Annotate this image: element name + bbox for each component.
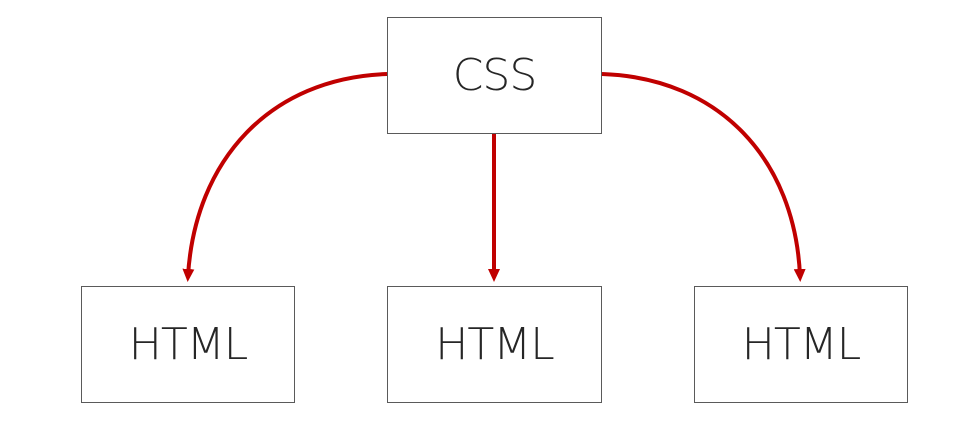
html-box-right: HTML [694, 286, 908, 403]
arrow-css-to-html-left [182, 72, 388, 282]
html-box-center: HTML [387, 286, 602, 403]
html-box-left-label: HTML [128, 318, 248, 370]
html-box-center-label: HTML [435, 318, 554, 370]
css-box: CSS [387, 17, 602, 134]
html-box-left: HTML [81, 286, 295, 403]
html-box-right-label: HTML [741, 318, 861, 370]
arrow-css-to-html-right [601, 72, 806, 282]
css-box-label: CSS [452, 49, 538, 101]
